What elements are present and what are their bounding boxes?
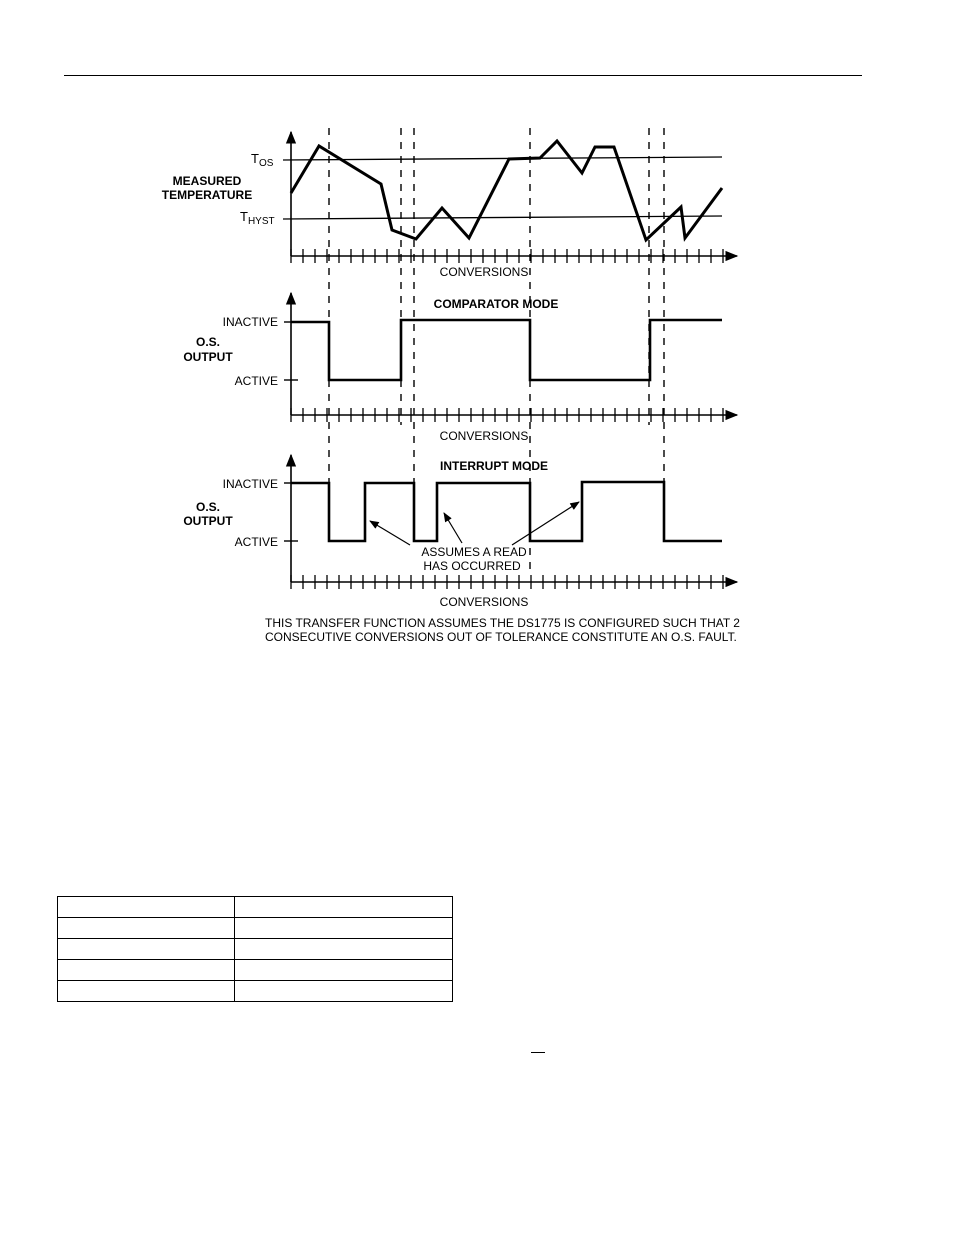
table-body — [57, 896, 453, 1002]
thyst-threshold-line — [282, 215, 723, 220]
header-rule — [64, 75, 862, 76]
table-row — [57, 959, 453, 981]
annotation-arrow — [369, 520, 411, 546]
inactive-label: INACTIVE — [223, 477, 278, 491]
annotation-line2: HAS OCCURRED — [423, 559, 521, 573]
y-label-output: OUTPUT — [183, 514, 233, 528]
x-axis-label: CONVERSIONS — [440, 595, 529, 609]
conversion-ticks — [290, 575, 724, 589]
interrupt-output-trace — [291, 480, 722, 543]
interrupt-title: INTERRUPT MODE — [440, 459, 548, 473]
y-label-temperature: TEMPERATURE — [162, 188, 252, 202]
y-label-os: O.S. — [196, 500, 220, 514]
x-axis-label: CONVERSIONS — [440, 429, 529, 443]
table-row — [57, 917, 453, 939]
temperature-plot: TOS THYST MEASURED TEMPERATURE CONVERSIO… — [162, 130, 739, 279]
overbar-mark — [531, 1052, 545, 1053]
y-label-os: O.S. — [196, 335, 220, 349]
y-label-output: OUTPUT — [183, 350, 233, 364]
dashed-reference-lines — [328, 128, 665, 575]
table-cell — [234, 896, 453, 918]
table-row — [57, 938, 453, 960]
empty-table — [57, 896, 453, 1002]
table-cell — [57, 980, 235, 1002]
comparator-plot: COMPARATOR MODE INACTIVE ACTIVE O.S. OUT… — [183, 291, 739, 443]
table-cell — [234, 959, 453, 981]
interrupt-plot: INTERRUPT MODE INACTIVE ACTIVE O.S. OUTP… — [183, 453, 739, 609]
y-label-measured: MEASURED — [173, 174, 242, 188]
table-cell — [57, 896, 235, 918]
note-line1: THIS TRANSFER FUNCTION ASSUMES THE DS177… — [265, 616, 740, 630]
table-cell — [57, 917, 235, 939]
conversion-ticks — [290, 408, 724, 422]
annotation-arrow — [511, 501, 580, 546]
table-cell — [57, 959, 235, 981]
x-axis-label: CONVERSIONS — [440, 265, 529, 279]
temperature-trace — [289, 138, 724, 243]
active-label: ACTIVE — [235, 374, 278, 388]
conversion-ticks — [290, 249, 724, 263]
annotation-line1: ASSUMES A READ — [421, 545, 527, 559]
thyst-label: THYST — [240, 209, 275, 227]
table-cell — [234, 917, 453, 939]
table-cell — [57, 938, 235, 960]
comparator-title: COMPARATOR MODE — [434, 297, 559, 311]
annotation-arrow — [443, 512, 463, 544]
transfer-function-diagram: TOS THYST MEASURED TEMPERATURE CONVERSIO… — [162, 128, 740, 644]
inactive-label: INACTIVE — [223, 315, 278, 329]
table-row — [57, 896, 453, 918]
table-cell — [234, 938, 453, 960]
active-label: ACTIVE — [235, 535, 278, 549]
note-line2: CONSECUTIVE CONVERSIONS OUT OF TOLERANCE… — [265, 630, 737, 644]
table-cell — [234, 980, 453, 1002]
tos-threshold-line — [282, 156, 723, 161]
tos-label: TOS — [251, 151, 274, 169]
comparator-output-trace — [291, 318, 722, 382]
table-row — [57, 980, 453, 1002]
